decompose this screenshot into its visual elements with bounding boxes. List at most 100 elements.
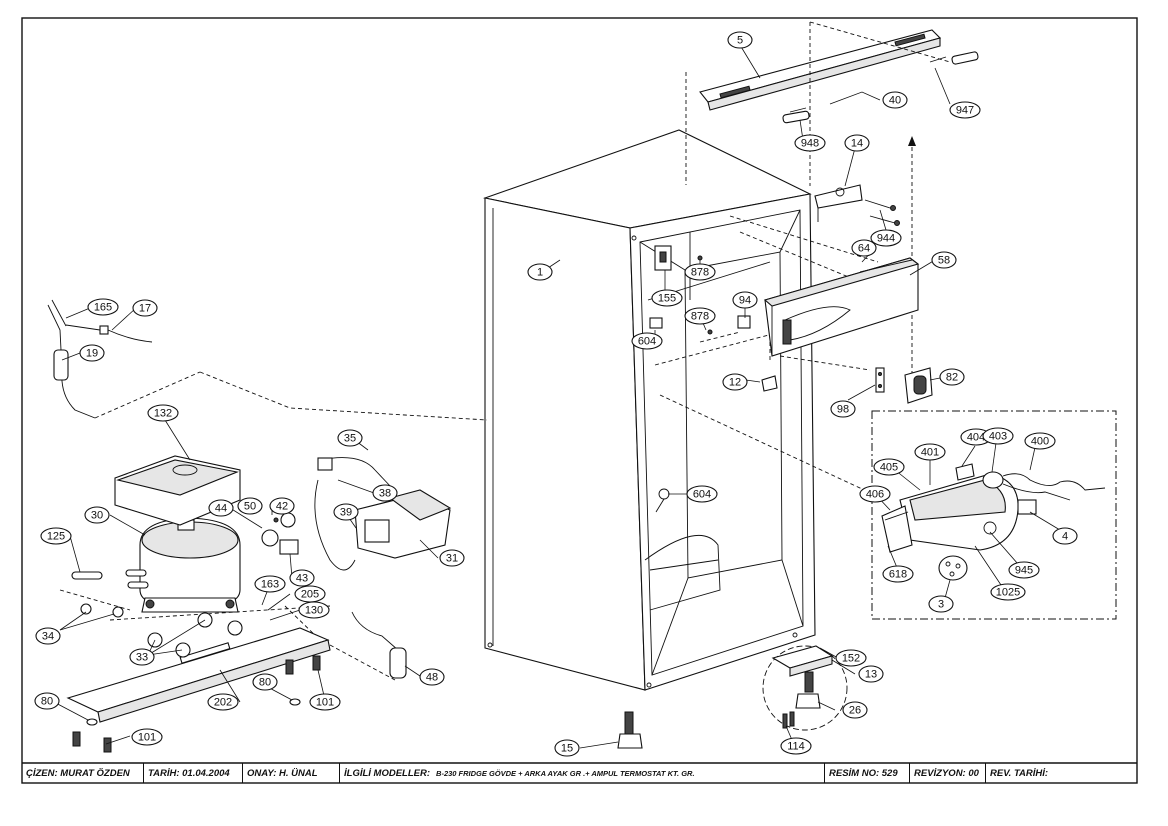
callout-878: 878 bbox=[684, 307, 716, 325]
callout-58: 58 bbox=[931, 251, 957, 269]
callout-label: 14 bbox=[851, 138, 863, 150]
callout-label: 42 bbox=[276, 501, 288, 513]
cabinet-body bbox=[482, 129, 816, 691]
callout-label: 400 bbox=[1031, 436, 1049, 448]
callout-label: 948 bbox=[801, 138, 819, 150]
callout-80: 80 bbox=[252, 673, 278, 691]
callout-label: 125 bbox=[47, 531, 65, 543]
callout-label: 94 bbox=[739, 295, 751, 307]
callout-403: 403 bbox=[982, 427, 1014, 445]
callout-label: 17 bbox=[139, 303, 151, 315]
callout-label: 80 bbox=[259, 677, 271, 689]
callout-label: 401 bbox=[921, 447, 939, 459]
callout-401: 401 bbox=[914, 443, 946, 461]
callout-132: 132 bbox=[147, 404, 179, 422]
callout-34: 34 bbox=[35, 627, 61, 645]
callout-label: 82 bbox=[946, 372, 958, 384]
callout-label: 64 bbox=[858, 243, 870, 255]
callout-165: 165 bbox=[87, 298, 119, 316]
callout-label: 404 bbox=[967, 432, 985, 444]
callout-label: 604 bbox=[638, 336, 656, 348]
callout-label: 34 bbox=[42, 631, 54, 643]
callout-14: 14 bbox=[844, 134, 870, 152]
callout-label: 101 bbox=[316, 697, 334, 709]
callout-label: 944 bbox=[877, 233, 895, 245]
callout-label: 19 bbox=[86, 348, 98, 360]
compressor bbox=[125, 517, 241, 613]
related-models-value: B-230 FRIDGE GÖVDE + ARKA AYAK GR .+ AMP… bbox=[436, 768, 695, 778]
callout-80: 80 bbox=[34, 692, 60, 710]
callout-label: 114 bbox=[787, 741, 805, 753]
callout-101: 101 bbox=[309, 693, 341, 711]
callout-155: 155 bbox=[651, 289, 683, 307]
callout-label: 101 bbox=[138, 732, 156, 744]
callout-1025: 1025 bbox=[990, 583, 1026, 601]
callout-label: 80 bbox=[41, 696, 53, 708]
callout-label: 604 bbox=[693, 489, 711, 501]
callout-label: 1025 bbox=[996, 587, 1020, 599]
top-rail bbox=[699, 29, 942, 111]
freezer-door bbox=[763, 257, 920, 357]
callout-label: 132 bbox=[154, 408, 172, 420]
callout-label: 130 bbox=[305, 605, 323, 617]
callout-82: 82 bbox=[939, 368, 965, 386]
callout-label: 50 bbox=[244, 501, 256, 513]
callout-label: 3 bbox=[938, 599, 944, 611]
callout-label: 12 bbox=[729, 377, 741, 389]
callout-17: 17 bbox=[132, 299, 158, 317]
callout-label: 5 bbox=[737, 35, 743, 47]
callout-30: 30 bbox=[84, 506, 110, 524]
callout-label: 43 bbox=[296, 573, 308, 585]
callout-406: 406 bbox=[859, 485, 891, 503]
callout-label: 13 bbox=[865, 669, 877, 681]
callout-label: 165 bbox=[94, 302, 112, 314]
drawing-frame bbox=[21, 17, 1138, 784]
drawn-by: ÇİZEN: MURAT ÖZDEN bbox=[22, 763, 144, 783]
drawing-number: RESİM NO: 529 bbox=[825, 763, 910, 783]
callout-label: 26 bbox=[849, 705, 861, 717]
callout-50: 50 bbox=[237, 497, 263, 515]
callout-205: 205 bbox=[294, 585, 326, 603]
revision-date: REV. TARİHİ: bbox=[990, 767, 1049, 779]
callout-604: 604 bbox=[631, 332, 663, 350]
callout-label: 33 bbox=[136, 652, 148, 664]
callout-38: 38 bbox=[372, 484, 398, 502]
callout-label: 31 bbox=[446, 553, 458, 565]
callout-152: 152 bbox=[835, 649, 867, 667]
callout-13: 13 bbox=[858, 665, 884, 683]
callout-label: 878 bbox=[691, 267, 709, 279]
callout-label: 15 bbox=[561, 743, 573, 755]
callout-98: 98 bbox=[830, 400, 856, 418]
callout-405: 405 bbox=[873, 458, 905, 476]
callout-114: 114 bbox=[780, 737, 812, 755]
related-models: İLGİLİ MODELLER: B-230 FRIDGE GÖVDE + AR… bbox=[340, 763, 825, 783]
callout-400: 400 bbox=[1024, 432, 1056, 450]
drawing-date: TARİH: 01.04.2004 bbox=[144, 763, 243, 783]
callout-5: 5 bbox=[727, 31, 753, 49]
callout-15: 15 bbox=[554, 739, 580, 757]
callout-label: 98 bbox=[837, 404, 849, 416]
callout-948: 948 bbox=[794, 134, 826, 152]
callout-label: 618 bbox=[889, 569, 907, 581]
callout-44: 44 bbox=[208, 499, 234, 517]
callout-101: 101 bbox=[131, 728, 163, 746]
callout-label: 30 bbox=[91, 510, 103, 522]
callout-163: 163 bbox=[254, 575, 286, 593]
title-block: ÇİZEN: MURAT ÖZDEN TARİH: 01.04.2004 ONA… bbox=[22, 763, 1137, 783]
callout-944: 944 bbox=[870, 229, 902, 247]
callout-618: 618 bbox=[882, 565, 914, 583]
upper-hinge bbox=[814, 184, 900, 226]
thermostat-detail-box bbox=[871, 410, 1117, 620]
callout-945: 945 bbox=[1008, 561, 1040, 579]
callout-label: 35 bbox=[344, 433, 356, 445]
callout-43: 43 bbox=[289, 569, 315, 587]
callout-878: 878 bbox=[684, 263, 716, 281]
approved-by: ONAY: H. ÜNAL bbox=[243, 763, 340, 783]
callout-1: 1 bbox=[527, 263, 553, 281]
base-plate bbox=[66, 612, 331, 723]
callout-125: 125 bbox=[40, 527, 72, 545]
callout-label: 152 bbox=[842, 653, 860, 665]
